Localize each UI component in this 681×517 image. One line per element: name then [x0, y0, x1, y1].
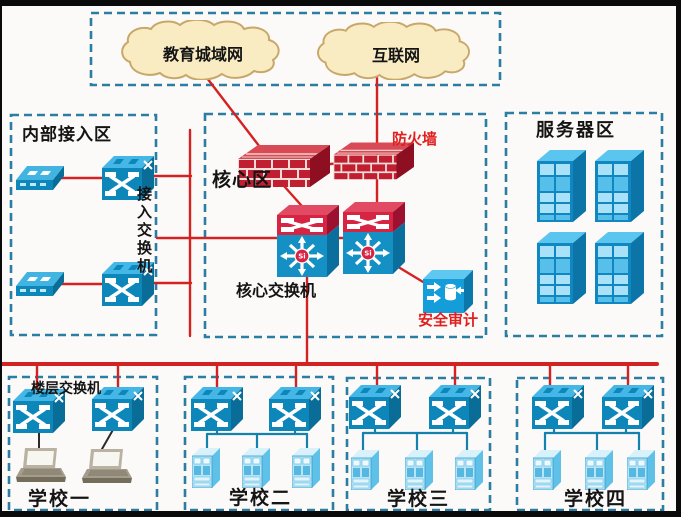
school3-switch-1 [349, 385, 401, 429]
school4-switch-2 [602, 385, 654, 429]
zone-internal-access-box [9, 113, 158, 337]
school4-pc-3 [627, 449, 656, 490]
school3-pc-1 [351, 449, 380, 490]
server-rack-3 [537, 232, 586, 304]
core-zone-title: 核心区 [212, 169, 273, 191]
core-switch-1 [277, 205, 341, 277]
school3-switch-2 [429, 385, 481, 429]
school4-pc-1 [533, 449, 562, 490]
security-audit-device [423, 270, 473, 313]
server-rack-2 [595, 150, 644, 222]
internal-flat-switch-2 [16, 272, 64, 296]
school2-pc-2 [242, 447, 271, 488]
school-lan-links [205, 422, 641, 453]
school2-switch-1 [191, 387, 243, 431]
image-border-right [676, 0, 681, 517]
security-audit-label: 安全审计 [418, 311, 479, 329]
zone-school4-box [515, 376, 665, 512]
school2-label: 学校二 [229, 487, 293, 509]
school1-laptop-2 [82, 449, 132, 484]
school4-label: 学校四 [564, 488, 628, 510]
school1-label: 学校一 [28, 488, 92, 510]
school2-pc-3 [292, 447, 321, 488]
cloud-internet-label: 互联网 [371, 46, 420, 65]
core-switch-label: 核心交换机 [236, 281, 317, 300]
server-zone-title: 服务器区 [536, 120, 616, 141]
school3-pc-3 [455, 449, 484, 490]
school3-label: 学校三 [387, 488, 451, 510]
zone-school3-box [345, 376, 492, 512]
image-border-bottom [0, 511, 681, 517]
floor-switch-label: 楼层交换机 [31, 381, 101, 397]
core-switch-2 [343, 202, 407, 274]
zone-school2-box [183, 375, 335, 512]
image-border-top [0, 0, 681, 6]
link-cloud1-firewall1 [205, 76, 268, 157]
server-rack-4 [595, 232, 644, 304]
school4-switch-1 [532, 385, 584, 429]
image-border-left [0, 0, 2, 517]
server-rack-1 [537, 150, 586, 222]
cloud-education-man-label: 教育城域网 [162, 45, 243, 64]
zone-server-box [504, 111, 664, 338]
school2-switch-2 [269, 387, 321, 431]
zone-core-box [203, 112, 488, 339]
firewall-label: 防火墙 [392, 130, 438, 148]
internal-access-zone-title: 内部接入区 [22, 125, 112, 145]
school1-laptop-1 [16, 448, 66, 483]
zone-wan-box [89, 11, 502, 87]
zone-school1-box [7, 375, 159, 512]
school2-pc-1 [192, 447, 221, 488]
internal-flat-switch-1 [16, 166, 64, 190]
access-switch-label: 接入交换机 [135, 186, 153, 276]
